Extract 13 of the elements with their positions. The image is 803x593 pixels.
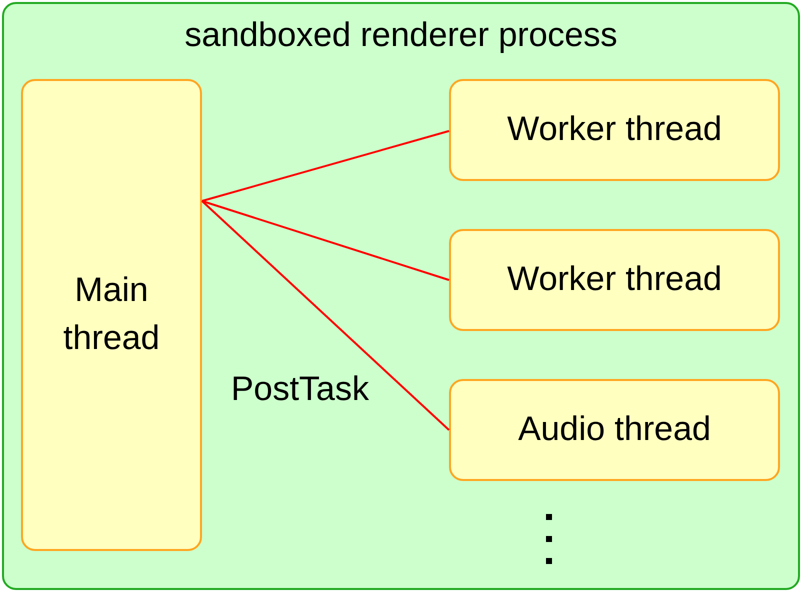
message-label: PostTask <box>231 370 369 409</box>
thread-box <box>21 79 202 551</box>
connector-line <box>202 200 450 281</box>
thread-label: Worker thread <box>507 259 722 300</box>
thread-label: Main thread <box>62 270 161 359</box>
container-title: sandboxed renderer process <box>184 15 618 56</box>
thread-box <box>449 79 780 181</box>
connector-line <box>201 200 450 431</box>
connector-line <box>202 130 450 202</box>
thread-label: Worker thread <box>507 109 722 150</box>
thread-box <box>449 229 780 331</box>
thread-box <box>449 379 780 481</box>
thread-label: Audio thread <box>518 409 711 450</box>
